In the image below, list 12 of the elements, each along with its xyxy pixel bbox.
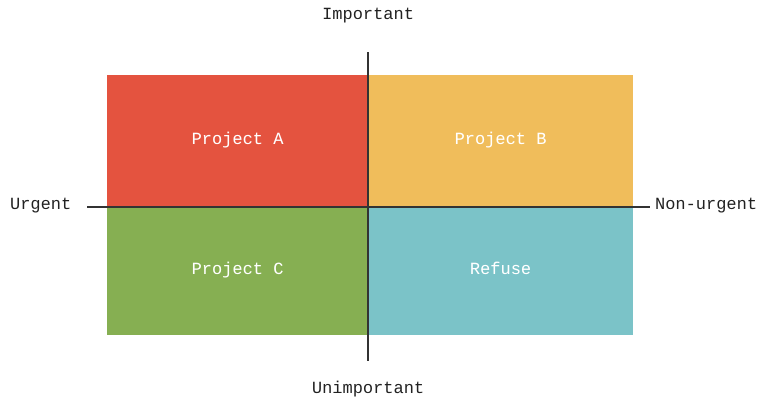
quadrant-panel [107,206,368,335]
axis-label: Unimportant [312,380,424,399]
quadrant-label: Refuse [470,261,532,280]
quadrant-label: Project A [192,131,284,150]
quadrant-panel [368,206,633,335]
quadrant-panel [368,75,633,206]
axis-label: Urgent [10,196,72,215]
quadrant-label: Project B [454,131,546,150]
quadrant-panel [107,75,368,206]
axis-label: Non-urgent [655,196,758,215]
axis-label: Important [322,6,414,25]
quadrant-label: Project C [192,261,284,280]
